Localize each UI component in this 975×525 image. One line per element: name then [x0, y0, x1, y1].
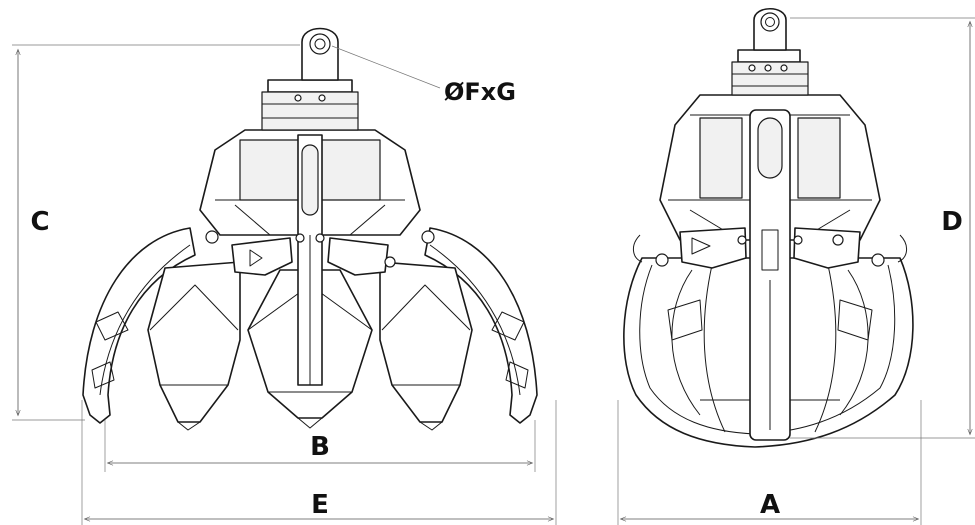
open-grab-rotator-top [267, 79, 353, 93]
pin-dimension-label: ØFxG [444, 78, 516, 106]
closed-grab-yoke-right [793, 227, 861, 269]
closed-grab-yoke-left [679, 227, 747, 269]
open-grab-yoke-right [327, 237, 389, 276]
open-grab-left-tine [82, 227, 196, 424]
closed-grab-center-link [749, 109, 791, 441]
open-grab-yoke-left [231, 237, 293, 276]
dimension-c-label: C [30, 207, 49, 237]
open-grab-rotator [261, 91, 359, 131]
closed-grab-view [623, 7, 914, 448]
dimension-b-label: B [310, 432, 330, 462]
closed-grab-rotator-top [737, 49, 801, 63]
open-grab-view [82, 27, 538, 431]
dimension-lines [12, 17, 975, 525]
open-grab-right-tine [424, 227, 538, 424]
dimension-d-label: D [941, 207, 963, 237]
pin-leader [331, 45, 441, 89]
dimension-a-label: A [760, 490, 780, 520]
dimension-e-label: E [311, 490, 329, 520]
